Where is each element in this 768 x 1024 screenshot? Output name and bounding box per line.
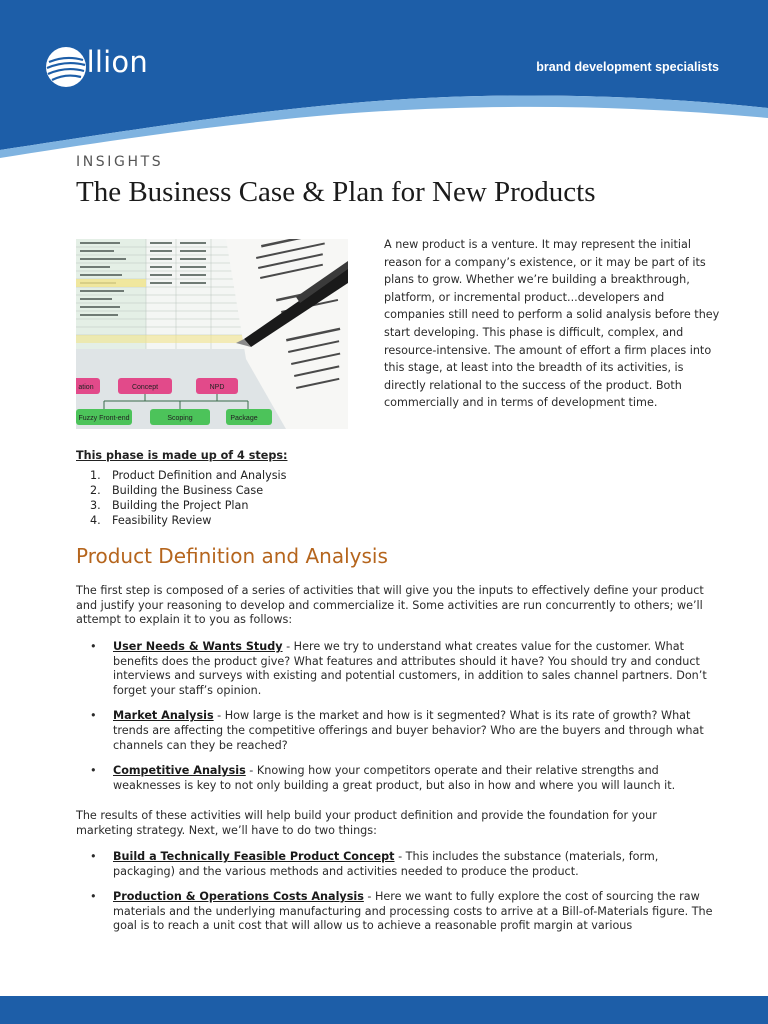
next-step-term: Build a Technically Feasible Product Con… <box>113 850 395 863</box>
step-number: 2. <box>90 484 101 497</box>
next-step-item: • Production & Operations Costs Analysis… <box>90 890 716 934</box>
next-step-term: Production & Operations Costs Analysis <box>113 890 364 904</box>
activity-term: Market Analysis <box>113 709 214 723</box>
step-label: Feasibility Review <box>112 514 212 527</box>
activity-text: - How large is the market and how is it … <box>113 709 704 752</box>
activity-item: • User Needs & Wants Study - Here we try… <box>90 640 716 698</box>
next-step-text: - Here we want to fully explore the cost… <box>113 890 713 933</box>
brand-tagline: brand development specialists <box>536 60 719 74</box>
step-label: Product Definition and Analysis <box>112 469 287 482</box>
page-header: Sellion brand development specialists <box>0 0 768 160</box>
steps-list: 1. Product Definition and Analysis 2. Buil… <box>90 468 286 528</box>
flowchart-label-scoping: Scoping <box>167 415 192 422</box>
activity-item: • Competitive Analysis - Knowing how you… <box>90 764 716 793</box>
activities-list: • User Needs & Wants Study - Here we try… <box>90 640 716 804</box>
flowchart-label-concept: Concept <box>132 384 158 391</box>
page-title: The Business Case & Plan for New Product… <box>76 176 596 208</box>
bullet-glyph: • <box>90 850 97 863</box>
step-number: 3. <box>90 499 101 512</box>
spreadsheet-paper <box>76 239 246 349</box>
bullet-glyph: • <box>90 890 97 904</box>
header-wave-background <box>0 0 768 158</box>
bullet-glyph: • <box>90 709 97 723</box>
section-kicker: INSIGHTS <box>76 154 164 170</box>
section-intro-paragraph: The first step is composed of a series o… <box>76 584 704 627</box>
steps-heading: This phase is made up of 4 steps: <box>76 449 288 462</box>
flowchart: Concept NPD Scoping Package Fuzzy Front-… <box>76 378 272 425</box>
next-step-item: • Build a Technically Feasible Product C… <box>90 850 716 879</box>
section-heading: Product Definition and Analysis <box>76 544 388 568</box>
intro-paragraph: A new product is a venture. It may repre… <box>384 238 720 410</box>
results-paragraph: The results of these activities will hel… <box>76 809 657 837</box>
page-footer-bar <box>0 996 768 1024</box>
flowchart-label-package: Package <box>230 415 257 422</box>
globe-logo-icon <box>46 47 86 87</box>
step-number: 4. <box>90 514 101 527</box>
step-item: 3. Building the Project Plan <box>90 498 286 513</box>
bullet-glyph: • <box>90 764 97 778</box>
flowchart-label-npd: NPD <box>210 384 225 391</box>
pen-illustration <box>236 261 348 347</box>
step-number: 1. <box>90 469 101 482</box>
next-steps-list: • Build a Technically Feasible Product C… <box>90 850 716 945</box>
step-label: Building the Project Plan <box>112 499 249 512</box>
step-label: Building the Business Case <box>112 484 264 497</box>
article-photo: Concept NPD Scoping Package Fuzzy Front-… <box>76 239 348 429</box>
activity-term: User Needs & Wants Study <box>113 640 283 653</box>
step-item: 4. Feasibility Review <box>90 513 286 528</box>
activity-text: - Knowing how your competitors operate a… <box>113 764 676 792</box>
flowchart-label-ation: ation <box>78 384 93 391</box>
next-step-text: - This includes the substance (materials… <box>113 850 659 878</box>
activity-text: - Here we try to understand what creates… <box>113 640 707 697</box>
flowchart-label-fuzzy-front-end: Fuzzy Front-end <box>79 415 130 422</box>
bullet-glyph: • <box>90 640 97 653</box>
business-plan-photo-illustration: Concept NPD Scoping Package Fuzzy Front-… <box>76 239 348 429</box>
brand-logo[interactable]: Sellion <box>44 45 148 87</box>
activity-term: Competitive Analysis <box>113 764 246 778</box>
activity-item: • Market Analysis - How large is the mar… <box>90 709 716 753</box>
step-item: 2. Building the Business Case <box>90 483 286 498</box>
step-item: 1. Product Definition and Analysis <box>90 468 286 483</box>
